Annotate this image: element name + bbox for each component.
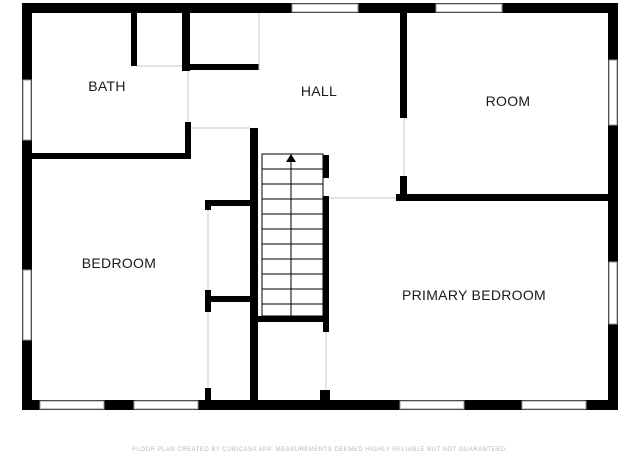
window-bottom-2 bbox=[133, 400, 199, 410]
wall-stair-left bbox=[250, 128, 258, 400]
wall-bottom bbox=[22, 400, 618, 410]
room-label-bedroom: BEDROOM bbox=[82, 255, 156, 271]
wall-right bbox=[608, 3, 618, 410]
stair-outline bbox=[261, 153, 324, 317]
wall-bath-right-upper bbox=[182, 13, 190, 71]
wall-bath-closet-left bbox=[131, 13, 137, 66]
wall-closet-mid bbox=[205, 296, 255, 302]
disclaimer-footer: FLOOR PLAN CREATED BY CUBICASA APP. MEAS… bbox=[132, 447, 508, 453]
wall-hall-closet-bottom bbox=[182, 64, 259, 70]
wall-closet-left-mid bbox=[205, 290, 211, 312]
wall-left bbox=[22, 3, 32, 410]
exterior-walls bbox=[22, 3, 618, 410]
interior-walls bbox=[32, 13, 608, 400]
door-openings bbox=[137, 13, 405, 390]
room-label-primary-bedroom: PRIMARY BEDROOM bbox=[402, 287, 546, 303]
window-bottom-3 bbox=[399, 400, 465, 410]
wall-room-left bbox=[400, 13, 407, 118]
window-top-room bbox=[435, 3, 503, 13]
window-bottom-1 bbox=[39, 400, 105, 410]
window-top-hall bbox=[291, 3, 359, 13]
wall-room-bottom bbox=[396, 194, 608, 201]
wall-stair-right-top bbox=[323, 155, 329, 178]
arrow-up-icon bbox=[286, 154, 296, 162]
wall-stub-bottom bbox=[320, 390, 330, 400]
window-right-room bbox=[608, 59, 618, 126]
window-left-bath bbox=[22, 79, 32, 141]
wall-stair-right-bottom bbox=[323, 196, 329, 332]
room-label-hall: HALL bbox=[301, 83, 337, 99]
wall-bath-right-lower bbox=[185, 122, 191, 159]
window-right-primary bbox=[608, 261, 618, 325]
wall-bath-bottom bbox=[32, 153, 190, 159]
wall-room-left-lower bbox=[400, 176, 407, 200]
window-bottom-4 bbox=[521, 400, 587, 410]
window-left-bedroom bbox=[22, 269, 32, 341]
wall-closet-left-top bbox=[205, 200, 211, 210]
room-label-room: ROOM bbox=[486, 93, 531, 109]
wall-closet-left-bottom bbox=[205, 388, 211, 400]
staircase bbox=[261, 153, 324, 317]
windows bbox=[22, 3, 618, 410]
wall-stair-bottom bbox=[258, 316, 329, 322]
wall-closet-top bbox=[205, 200, 255, 206]
room-label-bath: BATH bbox=[88, 78, 126, 94]
